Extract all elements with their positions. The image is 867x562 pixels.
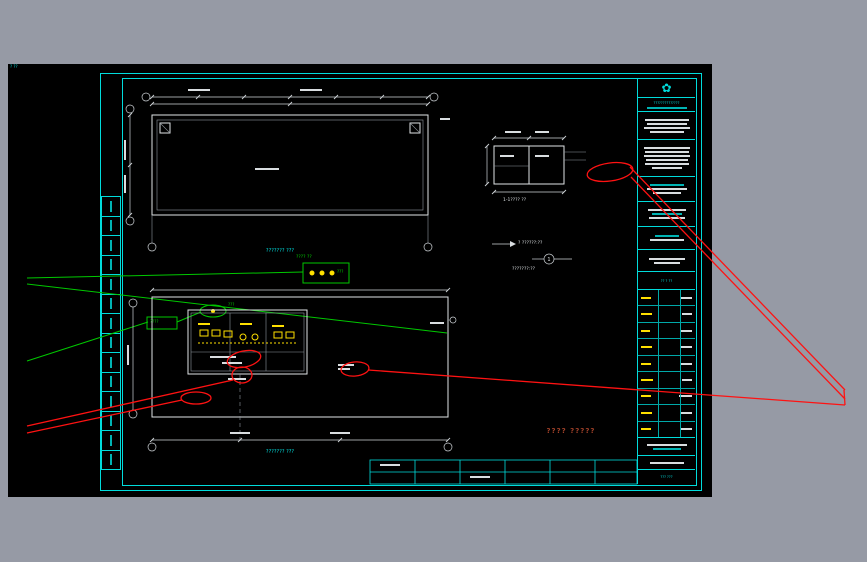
text-line	[652, 447, 681, 450]
text-line	[654, 235, 679, 237]
notes-cell-2	[638, 140, 695, 177]
table-divider	[658, 290, 659, 437]
project-number-cell	[638, 438, 695, 456]
text-line	[648, 257, 685, 260]
info-cell-1	[638, 177, 695, 202]
notes-cell-1	[638, 112, 695, 140]
text-line	[680, 362, 692, 365]
signature-table	[638, 290, 695, 438]
table-row	[638, 405, 695, 422]
text-line	[680, 428, 692, 431]
text-line	[641, 362, 651, 365]
sheet-number-cell: ??? ???	[638, 470, 695, 484]
info-cell-2	[638, 202, 695, 227]
revision-cell	[102, 197, 120, 217]
text-line	[682, 313, 692, 316]
table-row	[638, 422, 695, 437]
revision-cell	[102, 275, 120, 295]
text-line	[644, 151, 689, 153]
text-line	[645, 159, 688, 161]
table-row	[638, 306, 695, 323]
revision-cell	[102, 217, 120, 236]
text-line	[647, 209, 686, 211]
text-line	[651, 213, 682, 215]
text-line	[646, 443, 687, 446]
table-row	[638, 356, 695, 373]
text-line	[653, 261, 680, 264]
flower-emblem-icon: ✿	[661, 80, 672, 95]
revision-cell	[102, 314, 120, 334]
text-line	[651, 167, 682, 169]
table-row	[638, 339, 695, 356]
revision-cell	[102, 236, 120, 256]
signature-header-cell: ?? ? ??	[638, 272, 695, 290]
text-line	[641, 329, 650, 332]
title-block-logo-cell: ✿	[638, 78, 695, 98]
revision-cell	[102, 334, 120, 353]
revision-cell	[102, 353, 120, 373]
text-line	[680, 329, 692, 332]
table-row	[638, 290, 695, 307]
info-cell-3	[638, 227, 695, 250]
revision-cell	[102, 373, 120, 392]
text-line	[681, 346, 692, 349]
scale-cell	[638, 456, 695, 470]
revision-cell	[102, 412, 120, 431]
company-name-cell: ??????????????	[638, 98, 695, 112]
revision-cell	[102, 392, 120, 412]
text-line	[641, 411, 652, 414]
text-line	[646, 106, 687, 109]
text-line	[643, 155, 690, 157]
text-line	[641, 428, 651, 431]
signature-header: ?? ? ??	[660, 278, 673, 283]
sheet-number: ??? ???	[660, 475, 673, 479]
text-line	[680, 296, 692, 299]
text-line	[652, 192, 681, 194]
text-line	[646, 122, 687, 125]
revision-cell	[102, 431, 120, 451]
revision-cell	[102, 256, 120, 275]
table-row	[638, 389, 695, 406]
text-line	[643, 147, 690, 149]
text-line	[641, 296, 651, 299]
text-line	[641, 395, 651, 398]
text-line	[644, 163, 689, 165]
sheet-inner-border	[122, 78, 697, 486]
info-cell-4	[638, 250, 695, 272]
text-line	[641, 346, 652, 349]
title-block: ✿ ??????????????	[637, 78, 695, 484]
table-divider	[680, 290, 681, 437]
red-leader-line	[843, 389, 846, 406]
text-line	[649, 239, 684, 241]
text-line	[682, 378, 692, 381]
text-line	[643, 126, 690, 129]
text-line	[649, 461, 684, 464]
text-line	[644, 118, 689, 121]
text-line	[681, 411, 692, 414]
revision-strip	[101, 196, 121, 470]
table-row	[638, 372, 695, 389]
table-row	[638, 323, 695, 340]
text-line	[641, 313, 652, 316]
text-line	[641, 378, 653, 381]
revision-cell	[102, 295, 120, 314]
text-line	[648, 217, 685, 219]
text-line	[649, 184, 684, 186]
company-name: ??????????????	[653, 100, 680, 105]
revision-cell	[102, 451, 120, 470]
text-line	[646, 188, 687, 190]
text-line	[649, 130, 684, 133]
